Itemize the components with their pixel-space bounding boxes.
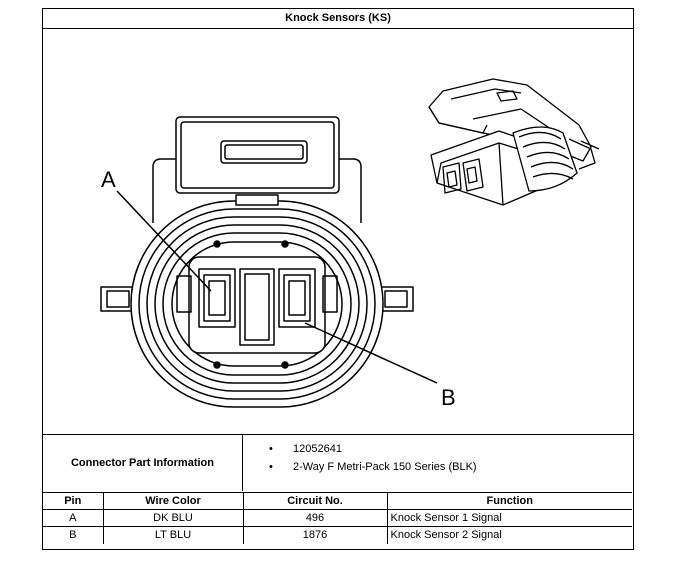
pin-table: Pin Wire Color Circuit No. Function A DK… — [43, 492, 632, 544]
callout-a-label: A — [101, 167, 116, 192]
wire-color-header: Wire Color — [102, 492, 244, 510]
left-side-tab — [100, 286, 136, 312]
table-row: A DK BLU 496 Knock Sensor 1 Signal — [43, 509, 632, 527]
connector-part-information: Connector Part Information 12052641 2-Wa… — [43, 434, 633, 492]
pin-cell: A — [43, 509, 104, 527]
connector-part-information-label: Connector Part Information — [43, 435, 243, 491]
isometric-connector-view — [428, 78, 600, 206]
wire-color-cell: DK BLU — [102, 509, 244, 527]
part-description: 2-Way F Metri-Pack 150 Series (BLK) — [269, 458, 477, 476]
callout-b-leader — [304, 322, 438, 384]
pin-table-header-row: Pin Wire Color Circuit No. Function — [43, 492, 632, 510]
connector-drawing: A B — [100, 78, 600, 410]
circuit-no-header: Circuit No. — [242, 492, 388, 510]
connector-part-list: 12052641 2-Way F Metri-Pack 150 Series (… — [269, 440, 477, 476]
callout-b-label: B — [441, 385, 456, 410]
connector-sheet: Knock Sensors (KS) — [42, 8, 634, 550]
function-header: Function — [386, 492, 632, 510]
right-side-tab — [378, 286, 414, 312]
callout-a-leader — [116, 190, 212, 292]
center-partition — [239, 268, 275, 346]
part-number: 12052641 — [269, 440, 477, 458]
cavity-a — [198, 268, 236, 328]
circuit-no-cell: 496 — [242, 509, 388, 527]
pin-cell: B — [43, 526, 104, 544]
function-cell: Knock Sensor 2 Signal — [386, 526, 632, 544]
function-cell: Knock Sensor 1 Signal — [386, 509, 632, 527]
cavity-b — [278, 268, 316, 328]
terminal-body — [176, 256, 338, 354]
circuit-no-cell: 1876 — [242, 526, 388, 544]
wire-color-cell: LT BLU — [102, 526, 244, 544]
table-row: B LT BLU 1876 Knock Sensor 2 Signal — [43, 526, 632, 544]
pin-header: Pin — [43, 492, 104, 510]
sheet-title: Knock Sensors (KS) — [43, 9, 633, 29]
